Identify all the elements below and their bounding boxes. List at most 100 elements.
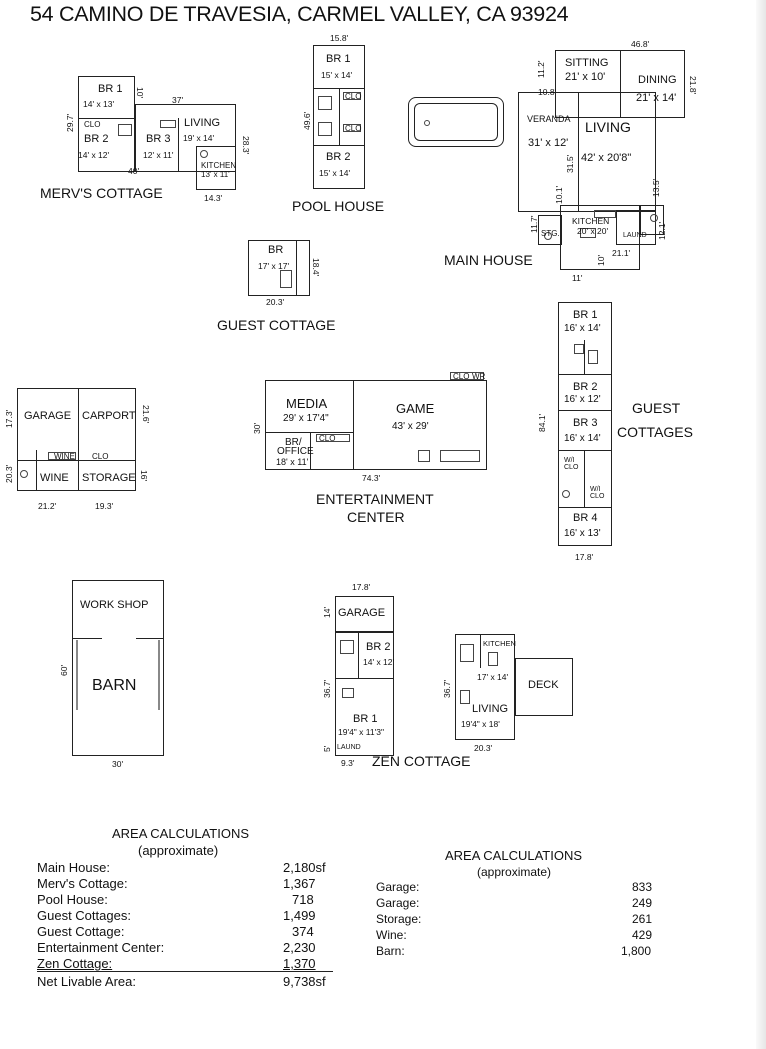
zen-living-building <box>455 634 515 740</box>
wall <box>480 634 481 668</box>
main-laund-label: LAUND <box>623 232 647 239</box>
ec-media-size: 29' x 17'4" <box>283 413 329 424</box>
mervs-cottage-title: MERV'S COTTAGE <box>40 185 163 201</box>
gc-br3-size: 16' x 14' <box>564 433 601 444</box>
wall <box>313 145 365 146</box>
barn-dim-bottom: 30' <box>112 759 124 769</box>
kitchen-island <box>488 652 498 666</box>
area-left-row-label: Pool House: <box>37 892 108 907</box>
pool-inner <box>414 103 498 141</box>
area-left-row-value: 2,180sf <box>283 860 326 875</box>
area-right-row-label: Storage: <box>376 912 422 926</box>
zen-dim-f: 20.3' <box>474 743 493 753</box>
wall <box>339 88 340 145</box>
wall <box>265 432 353 433</box>
mervs-br3-size: 12' x 11' <box>143 150 174 160</box>
area-left-row-label: Entertainment Center: <box>37 940 165 955</box>
mervs-br1-size: 14' x 13' <box>83 99 115 109</box>
garage-dim-b: 20.3' <box>4 464 14 483</box>
wall <box>78 118 135 119</box>
ec-office-size: 18' x 11' <box>276 457 309 467</box>
barn-label: BARN <box>92 677 137 694</box>
main-dim-i: 21.1' <box>612 248 631 258</box>
ec-dim-bottom: 74.3' <box>362 473 381 483</box>
page-title: 54 CAMINO DE TRAVESIA, CARMEL VALLEY, CA… <box>30 2 569 26</box>
wall <box>558 450 612 451</box>
main-veranda-size: 31' x 12' <box>528 137 569 149</box>
garage-dim-a: 17.3' <box>4 409 14 428</box>
area-left-row-label: Main House: <box>37 860 110 875</box>
area-right-row-value: 429 <box>632 928 653 942</box>
mervs-living-label: LIVING <box>184 117 221 129</box>
pool-clo-label: CLO <box>345 92 362 101</box>
sink-fixture <box>562 490 570 498</box>
area-left-row-value: 2,230 <box>283 940 316 955</box>
main-dining-size: 21' x 14' <box>636 92 677 104</box>
wall <box>72 638 102 639</box>
main-dim-h: 12.1' <box>657 221 667 240</box>
gc-dim-side: 84.1' <box>537 413 547 432</box>
wall <box>178 118 179 172</box>
ec-media-label: MEDIA <box>286 396 328 411</box>
gc-br1-label: BR 1 <box>573 309 598 321</box>
guest-cottages-title-1: GUEST <box>632 400 681 416</box>
kitchen-island <box>580 228 596 238</box>
pool-house-outline <box>313 45 365 189</box>
bar-counter <box>440 450 480 462</box>
gc-br3-label: BR 3 <box>573 417 598 429</box>
zen-dim-a: 14' <box>322 606 332 618</box>
guest-cottages-title-2: COTTAGES <box>617 424 693 440</box>
zen-kitchen-label: KITCHEN <box>483 639 516 648</box>
wall <box>558 374 612 375</box>
mervs-br2-label: BR 2 <box>84 133 109 145</box>
main-house-laundry <box>616 210 656 245</box>
area-right-row-label: Barn: <box>376 944 405 958</box>
zen-br2-size: 14' x 12' <box>363 657 395 667</box>
zen-br1-size: 19'4" x 11'3" <box>338 727 384 737</box>
stair-fixture <box>342 688 354 698</box>
zen-dim-d: 9.3' <box>341 758 355 768</box>
gc-br4-size: 16' x 13' <box>564 528 601 539</box>
mervs-kitchen-label: KITCHEN <box>201 161 237 170</box>
sink-fixture <box>650 214 658 222</box>
main-sitting-size: 21' x 10' <box>565 71 606 83</box>
guest-cottage-br-label: BR <box>268 244 284 256</box>
barn-workshop-label: WORK SHOP <box>80 599 149 611</box>
pool-clo-label-2: CLO <box>345 124 362 133</box>
barn-door <box>76 640 78 710</box>
garage-dim-e: 21.2' <box>38 501 57 511</box>
pool-drain <box>424 120 430 126</box>
main-dim-k: 11' <box>572 273 583 283</box>
barn-door <box>158 640 160 710</box>
area-left-row-label: Guest Cottage: <box>37 924 125 939</box>
area-right-row-label: Garage: <box>376 880 420 894</box>
mervs-kitchen-size: 13' x 11' <box>201 170 230 179</box>
pool-br2-size: 15' x 14' <box>319 168 351 178</box>
area-right-row-value: 261 <box>632 912 653 926</box>
pool-br1-size: 15' x 14' <box>321 70 353 80</box>
area-left-row-label: Zen Cottage: <box>37 956 113 971</box>
wall <box>310 432 311 470</box>
mervs-living-size: 19' x 14' <box>183 133 215 143</box>
wall <box>78 388 79 491</box>
entertainment-outline <box>265 380 487 470</box>
barn-outline <box>72 580 164 756</box>
main-dining-label: DINING <box>638 74 677 86</box>
area-left-row-value: 1,499 <box>283 908 316 923</box>
area-right-row-value: 1,800 <box>621 944 652 958</box>
closet-fixture <box>343 124 361 132</box>
area-left-row-label: Merv's Cottage: <box>37 876 128 891</box>
zen-laund-label: LAUND <box>337 744 361 751</box>
mervs-clo-label: CLO <box>84 120 101 129</box>
ec-game-label: GAME <box>396 401 435 416</box>
wall <box>584 340 585 374</box>
main-dim-top: 46.8' <box>631 39 650 49</box>
guest-cottage-outline <box>248 240 310 296</box>
wall <box>558 507 612 508</box>
guest-cottage-br-size: 17' x 17' <box>258 261 290 271</box>
wall <box>136 638 164 639</box>
pool-house-title: POOL HOUSE <box>292 198 385 214</box>
guest-cottage-title: GUEST COTTAGE <box>217 317 336 333</box>
guest-cottage-dim-side: 18.4' <box>311 258 321 277</box>
zen-deck-label: DECK <box>528 679 559 691</box>
